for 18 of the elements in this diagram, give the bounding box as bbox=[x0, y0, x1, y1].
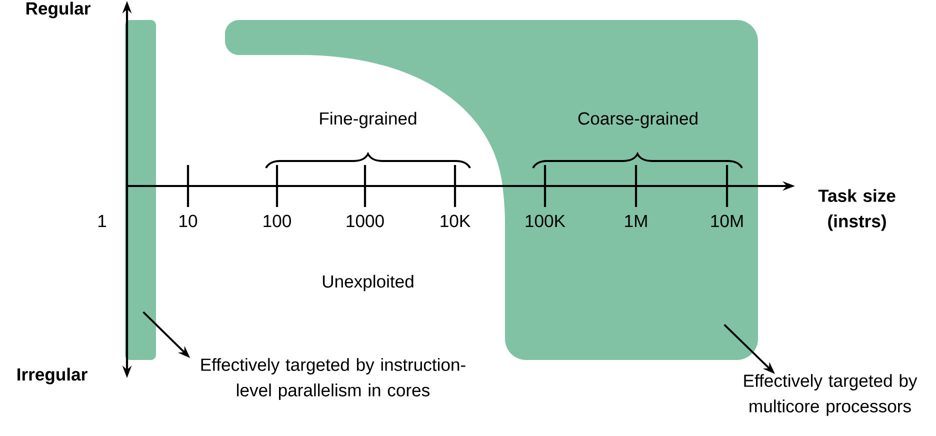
tick-label: 10K bbox=[440, 214, 470, 228]
axis-label: Regular bbox=[26, 2, 90, 18]
caption-text: Effectively targeted by instruction-level parallelism in cores bbox=[201, 358, 466, 400]
axis-label: Irregular bbox=[18, 368, 88, 384]
axis-label: Task size (instrs) bbox=[818, 189, 896, 231]
tick-label: 1000 bbox=[346, 214, 384, 228]
tick-label: 100K bbox=[526, 214, 566, 228]
shaded-region bbox=[225, 20, 758, 360]
tick-label: 1M bbox=[625, 214, 647, 228]
tick-label: 1 bbox=[98, 214, 106, 228]
group-label: Fine-grained bbox=[320, 112, 416, 128]
tick-label: 10 bbox=[180, 214, 198, 228]
shaded-bar bbox=[125, 20, 156, 360]
caption-text: Effectively targeted by multicore processors bbox=[744, 374, 918, 416]
tick-label: 10M bbox=[711, 214, 743, 228]
tick-label: 100 bbox=[264, 214, 291, 228]
region-label: Unexploited bbox=[322, 274, 414, 292]
group-label: Coarse-grained bbox=[578, 112, 698, 128]
